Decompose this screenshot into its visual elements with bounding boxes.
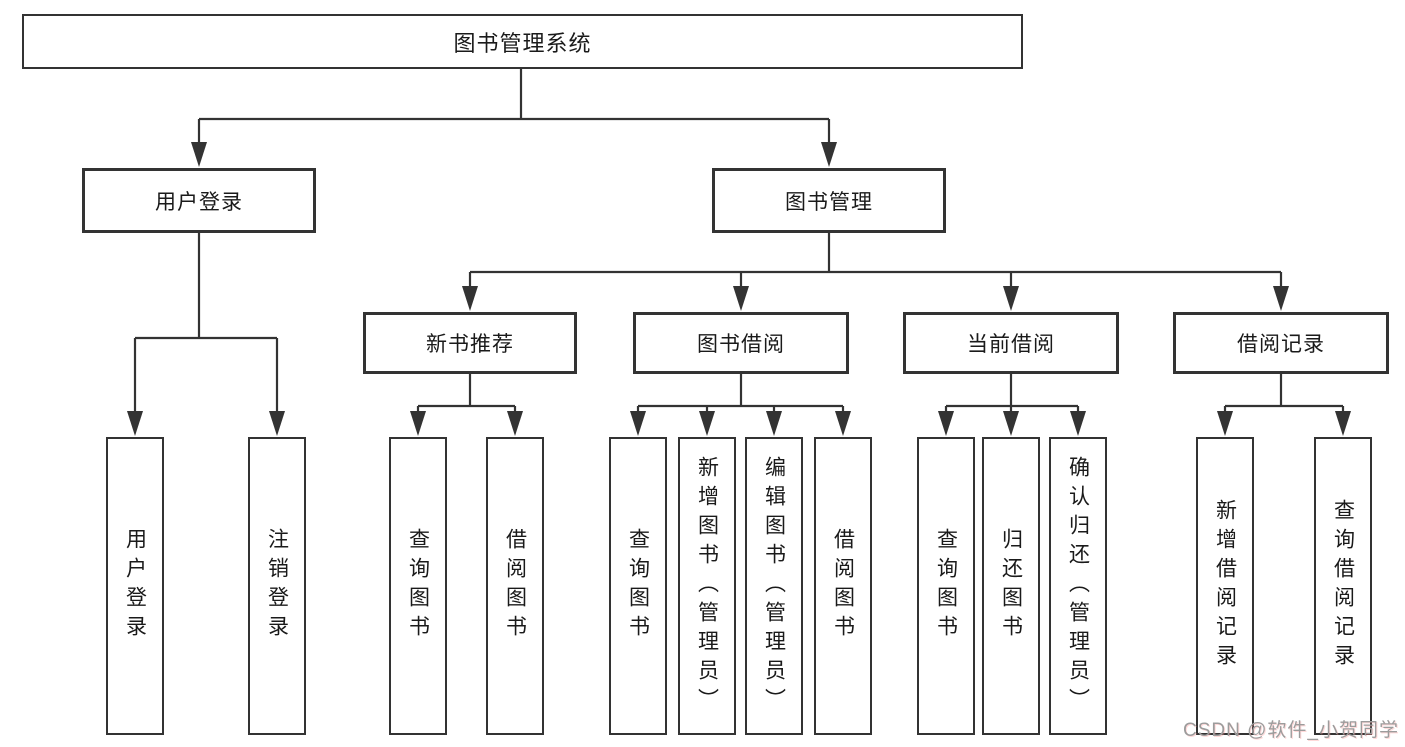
connector-bookmgmt-to-level3 — [468, 233, 1283, 295]
arrowhead — [127, 411, 143, 436]
connector-borrowing-to-children — [636, 374, 845, 420]
arrowhead — [1070, 411, 1086, 436]
arrowhead — [630, 411, 646, 436]
node-leaf-user-login: 用户登录 — [106, 437, 164, 735]
node-leaf-borrow-book-1: 借阅图书 — [486, 437, 544, 735]
arrowhead — [821, 142, 837, 167]
node-leaf-add-book-admin: 新增图书（管理员） — [678, 437, 736, 735]
arrowhead — [1273, 286, 1289, 311]
node-leaf-borrow-book-2: 借阅图书 — [814, 437, 872, 735]
node-leaf-return-book: 归还图书 — [982, 437, 1040, 735]
arrowhead — [1003, 286, 1019, 311]
connector-userlogin-to-children — [133, 233, 279, 420]
node-leaf-query-book-2: 查询图书 — [609, 437, 667, 735]
arrowhead — [699, 411, 715, 436]
node-leaf-edit-book-admin: 编辑图书（管理员） — [745, 437, 803, 735]
node-leaf-add-borrow-record: 新增借阅记录 — [1196, 437, 1254, 735]
node-leaf-confirm-return-admin: 确认归还（管理员） — [1049, 437, 1107, 735]
arrowhead — [1335, 411, 1351, 436]
node-book-management: 图书管理 — [712, 168, 946, 233]
node-user-login: 用户登录 — [82, 168, 316, 233]
arrowhead — [462, 286, 478, 311]
node-current-borrowing: 当前借阅 — [903, 312, 1119, 374]
node-leaf-query-borrow-record: 查询借阅记录 — [1314, 437, 1372, 735]
node-book-borrowing: 图书借阅 — [633, 312, 849, 374]
connector-newrec-to-children — [416, 374, 517, 420]
node-leaf-query-book-1: 查询图书 — [389, 437, 447, 735]
node-leaf-logout: 注销登录 — [248, 437, 306, 735]
arrowhead — [191, 142, 207, 167]
arrowheads — [127, 142, 1351, 436]
node-new-book-recommend: 新书推荐 — [363, 312, 577, 374]
arrowhead — [766, 411, 782, 436]
node-borrowing-records: 借阅记录 — [1173, 312, 1389, 374]
connector-root-to-level2 — [197, 68, 831, 151]
watermark: CSDN @软件_小贺同学 — [1183, 720, 1399, 741]
arrowhead — [938, 411, 954, 436]
connector-records-to-children — [1223, 374, 1345, 420]
node-root: 图书管理系统 — [22, 14, 1023, 69]
node-leaf-query-book-3: 查询图书 — [917, 437, 975, 735]
arrowhead — [1217, 411, 1233, 436]
arrowhead — [507, 411, 523, 436]
arrowhead — [410, 411, 426, 436]
arrowhead — [1003, 411, 1019, 436]
arrowhead — [835, 411, 851, 436]
arrowhead — [733, 286, 749, 311]
arrowhead — [269, 411, 285, 436]
